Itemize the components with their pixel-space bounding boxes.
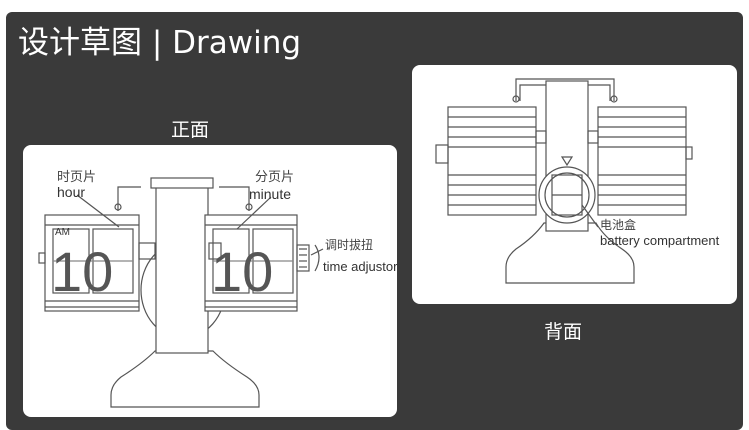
hour-label-cn: 时页片	[57, 170, 96, 185]
back-view-caption: 背面	[544, 321, 583, 343]
minute-label-cn: 分页片	[255, 170, 294, 185]
front-clock-sketch: 时页片 hour 分页片 minute AM 10 10 调时拔扭 time a…	[38, 170, 397, 408]
adjustor-label-cn: 调时拔扭	[325, 237, 373, 252]
am-indicator: AM	[55, 227, 70, 238]
left-flip-digits: 10	[51, 240, 113, 303]
front-view-drawing: 时页片 hour 分页片 minute AM 10 10 调时拔扭 time a…	[23, 145, 397, 417]
back-clock-sketch: 电池盒 battery compartment	[435, 78, 720, 284]
right-flip-digits: 10	[211, 240, 273, 303]
minute-label-en: minute	[249, 186, 291, 202]
hour-label-en: hour	[57, 184, 85, 200]
adjustor-label-en: time adjustor	[323, 259, 397, 274]
back-view-drawing: 电池盒 battery compartment	[412, 65, 737, 304]
page-title: 设计草图 | Drawing	[18, 25, 302, 61]
battery-label-en: battery compartment	[600, 233, 720, 248]
front-view-caption: 正面	[171, 119, 210, 141]
battery-label-cn: 电池盒	[600, 217, 636, 232]
